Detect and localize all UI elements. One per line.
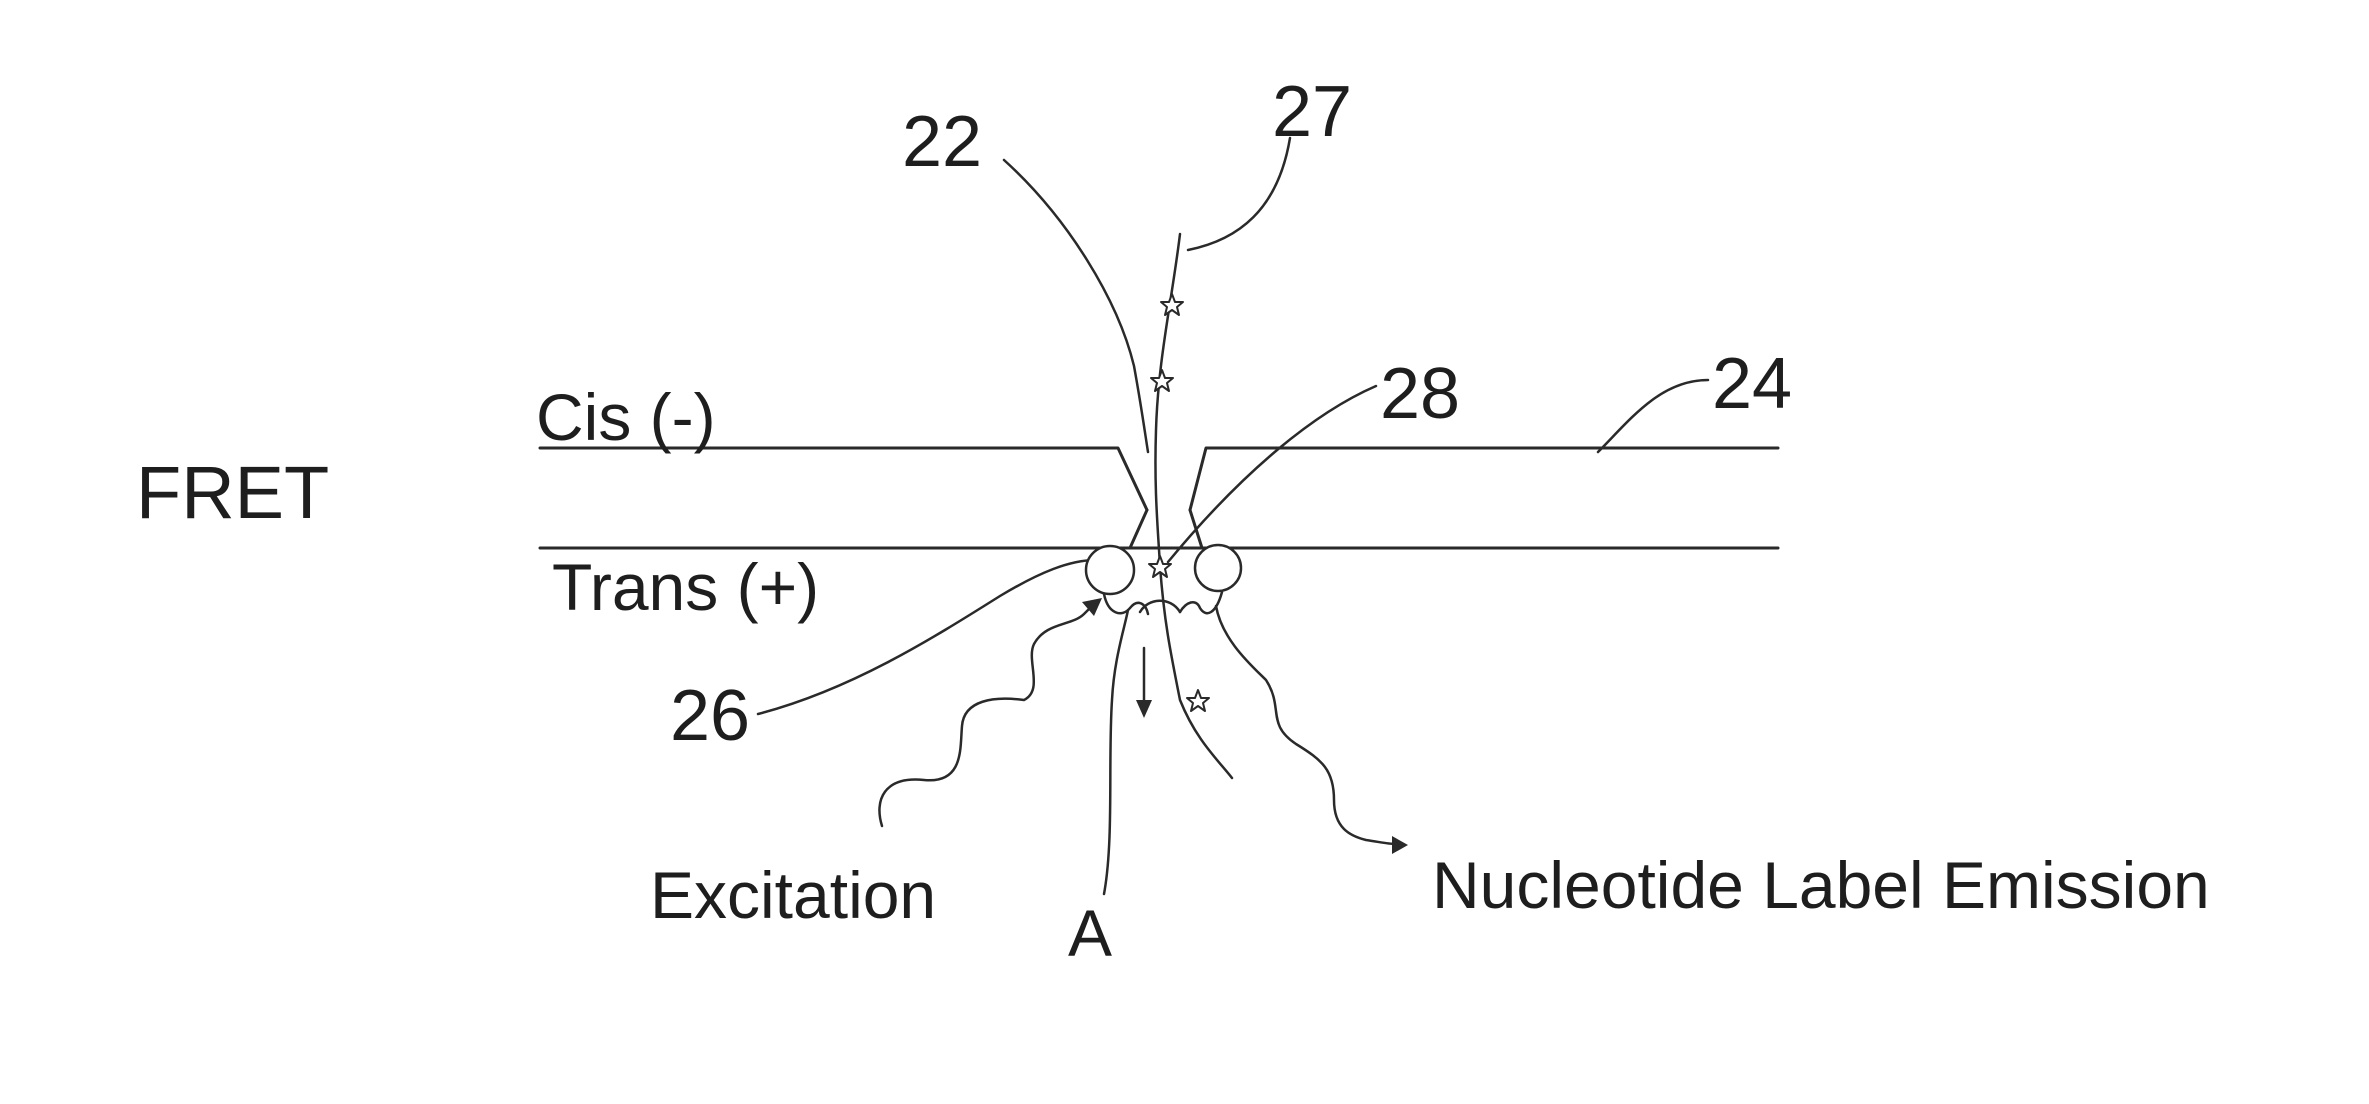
- leader-28: [1166, 384, 1378, 564]
- dna-strand: [1154, 232, 1234, 780]
- marker-a-line: [1102, 608, 1130, 896]
- fret-label: FRET: [136, 451, 329, 534]
- donor-bead-left: [1084, 544, 1136, 596]
- donor-bead-right: [1193, 543, 1243, 593]
- bead-linker-center: [1138, 599, 1182, 614]
- leader-27: [1186, 136, 1292, 252]
- trans-label: Trans (+): [552, 550, 819, 624]
- emission-label: Nucleotide Label Emission: [1432, 848, 2210, 922]
- membrane-top-edge-right: [1188, 446, 1780, 512]
- ref-28: 28: [1380, 354, 1460, 434]
- translocation-arrow: [1136, 646, 1152, 718]
- membrane-top-edge-left: [538, 446, 1149, 512]
- nucleotide-label-star: [1150, 369, 1174, 392]
- ref-27: 27: [1272, 72, 1352, 152]
- leader-26: [756, 558, 1098, 716]
- nucleotide-label-star: [1186, 689, 1210, 712]
- cis-label: Cis (-): [536, 380, 716, 454]
- ref-22: 22: [902, 102, 982, 182]
- excitation-arrow: [878, 598, 1102, 828]
- pore-wall-left: [1128, 508, 1149, 550]
- ref-24: 24: [1712, 344, 1792, 424]
- nucleotide-label-star: [1148, 555, 1172, 578]
- leader-24: [1596, 378, 1710, 454]
- ref-26: 26: [670, 676, 750, 756]
- leader-22: [1002, 158, 1150, 454]
- marker-a-label: A: [1068, 896, 1112, 970]
- excitation-label: Excitation: [650, 858, 936, 932]
- emission-arrow: [1214, 604, 1408, 854]
- nucleotide-label-star: [1160, 293, 1184, 316]
